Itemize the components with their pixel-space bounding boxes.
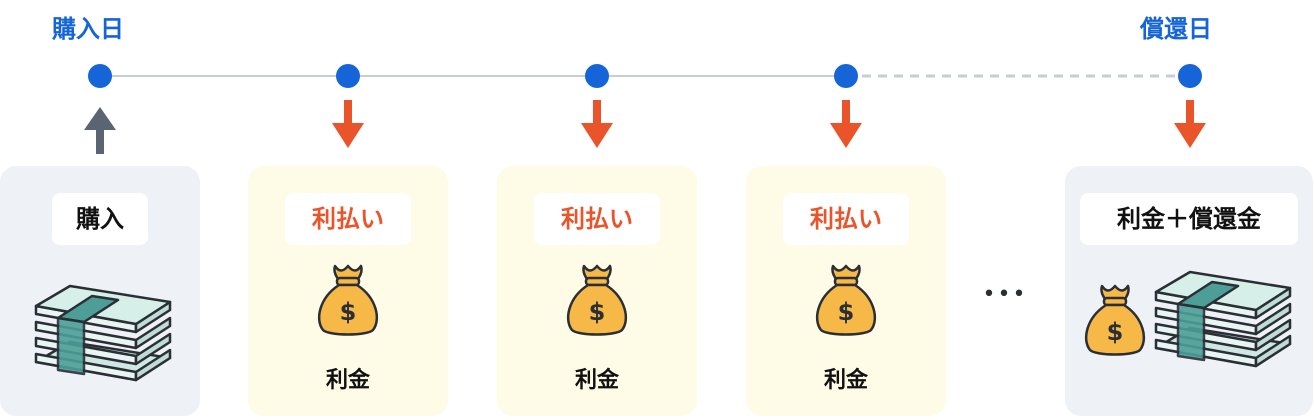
money-bag-icon: $ <box>1085 284 1145 356</box>
money-bag-icon: $ <box>318 264 378 336</box>
redemption-tag: 利金＋償還金 <box>1080 193 1298 245</box>
interest-caption: 利金 <box>325 368 370 393</box>
interest-payment-tag: 利払い <box>783 193 909 245</box>
timeline-dot-interest-1 <box>336 64 360 88</box>
purchase-tag: 購入 <box>52 193 148 245</box>
timeline-dot-interest-3 <box>834 64 858 88</box>
money-bag-icon: $ <box>816 264 876 336</box>
timeline-dot-interest-2 <box>585 64 609 88</box>
svg-text:$: $ <box>1107 318 1124 346</box>
arrow-down-icon <box>1174 100 1206 148</box>
money-bag-icon: $ <box>567 264 627 336</box>
arrow-down-icon <box>581 100 613 148</box>
ellipsis: ••• <box>982 282 1028 307</box>
banknote-stack-icon <box>34 284 172 382</box>
arrow-down-icon <box>332 100 364 148</box>
timeline <box>84 64 1206 154</box>
interest-payment-tag: 利払い <box>534 193 660 245</box>
redemption-date-label: 償還日 <box>1140 15 1212 43</box>
timeline-dot-purchase <box>88 64 112 88</box>
timeline-dot-redemption <box>1178 64 1202 88</box>
interest-caption: 利金 <box>574 368 619 393</box>
svg-text:$: $ <box>589 298 606 326</box>
interest-caption: 利金 <box>823 368 868 393</box>
interest-payment-tag: 利払い <box>285 193 411 245</box>
svg-text:$: $ <box>838 298 855 326</box>
arrow-up-icon <box>84 107 116 154</box>
svg-text:$: $ <box>340 298 357 326</box>
arrow-down-icon <box>830 100 862 148</box>
banknote-stack-icon <box>1154 270 1292 368</box>
purchase-date-label: 購入日 <box>52 15 124 43</box>
